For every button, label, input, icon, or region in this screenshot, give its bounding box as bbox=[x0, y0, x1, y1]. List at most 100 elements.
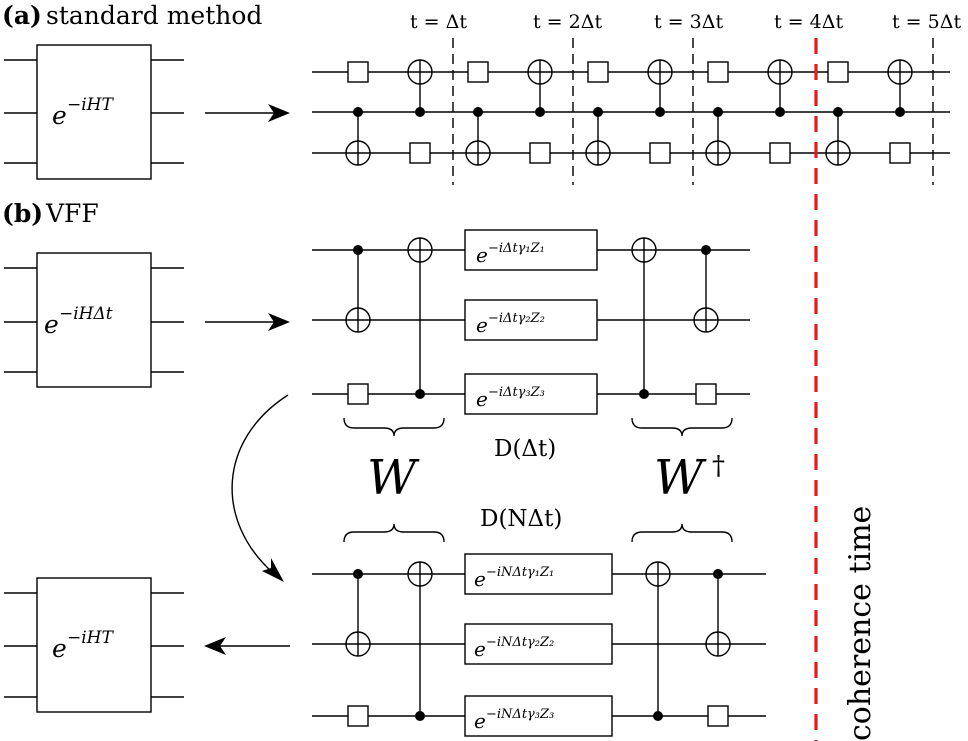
single-qubit-gate bbox=[889, 142, 911, 164]
single-qubit-gate bbox=[467, 61, 489, 83]
cnot-target bbox=[465, 140, 491, 166]
single-qubit-gate bbox=[769, 142, 791, 164]
trotter-circuit bbox=[312, 59, 950, 166]
gate-top-2: e −iΔtγ₂Z₂ bbox=[464, 299, 598, 341]
cnot-target bbox=[887, 59, 913, 85]
panel-a: (a) standard method e −iHT t = Δt t = bbox=[2, 1, 961, 185]
cnot-target bbox=[825, 140, 851, 166]
cnot-target bbox=[647, 59, 673, 85]
gate-top-2-base: e bbox=[476, 313, 488, 337]
vff-circuit-top: e −iΔtγ₁Z₁ e −iΔtγ₂Z₂ e −iΔtγ₃Z₃ bbox=[312, 229, 750, 415]
control-dot bbox=[713, 569, 723, 579]
single-qubit-gate bbox=[409, 142, 431, 164]
gate-top-3-sup: −iΔtγ₃Z₃ bbox=[488, 385, 545, 400]
brace-W-top bbox=[343, 417, 445, 437]
single-qubit-gate bbox=[707, 61, 729, 83]
single-qubit-gate bbox=[347, 383, 369, 405]
gate-top-3-base: e bbox=[476, 387, 488, 411]
label-Wdag-sup: † bbox=[712, 451, 725, 481]
coherence-time-label: coherence time bbox=[843, 506, 878, 741]
cnot-target bbox=[767, 59, 793, 85]
vff-circuit-bottom: e −iNΔtγ₁Z₁ e −iNΔtγ₂Z₂ e −iNΔtγ₃Z₃ bbox=[312, 553, 766, 737]
panel-a-unitary-block: e −iHT bbox=[4, 44, 184, 180]
single-qubit-gate bbox=[707, 705, 729, 727]
cnot-target bbox=[705, 140, 731, 166]
cnot-target bbox=[693, 307, 719, 333]
cnot-target bbox=[407, 59, 433, 85]
panel-b: (b) VFF e −iHΔt bbox=[2, 199, 766, 737]
panel-b-arrow-bottom bbox=[204, 637, 290, 655]
control-dot bbox=[353, 569, 363, 579]
control-dot bbox=[895, 107, 905, 117]
time-label-1: t = Δt bbox=[410, 11, 467, 33]
label-W: W bbox=[367, 450, 420, 506]
panel-a-block-base: e bbox=[52, 101, 67, 130]
control-dot bbox=[775, 107, 785, 117]
single-qubit-gate bbox=[347, 61, 369, 83]
control-dot bbox=[593, 107, 603, 117]
gate-bottom-1-sup: −iNΔtγ₁Z₁ bbox=[486, 565, 554, 580]
brace-Wdag-top bbox=[631, 417, 733, 437]
brace-W-bottom bbox=[343, 523, 445, 543]
single-qubit-gate bbox=[587, 61, 609, 83]
control-dot bbox=[353, 107, 363, 117]
control-dot bbox=[353, 245, 363, 255]
cnot-target bbox=[345, 631, 371, 657]
time-label-2: t = 2Δt bbox=[533, 11, 602, 33]
control-dot bbox=[473, 107, 483, 117]
cnot-target bbox=[407, 561, 433, 587]
panel-b-arrow-top bbox=[205, 313, 290, 331]
gate-bottom-1-base: e bbox=[474, 567, 486, 591]
cnot-target bbox=[345, 140, 371, 166]
gate-bottom-2-base: e bbox=[474, 637, 486, 661]
label-Wdag: W bbox=[654, 450, 707, 506]
gate-bottom-3: e −iNΔtγ₃Z₃ bbox=[464, 695, 613, 737]
panel-b-block-top-base: e bbox=[44, 310, 59, 339]
panel-a-block-sup: −iHT bbox=[67, 95, 115, 115]
panel-a-title: standard method bbox=[46, 1, 262, 30]
cnot-target bbox=[407, 237, 433, 263]
control-dot bbox=[655, 107, 665, 117]
gate-bottom-3-sup: −iNΔtγ₃Z₃ bbox=[486, 707, 554, 722]
panel-b-block-bottom-sup: −iHT bbox=[67, 628, 115, 648]
single-qubit-gate bbox=[649, 142, 671, 164]
control-dot bbox=[639, 389, 649, 399]
single-qubit-gate bbox=[695, 383, 717, 405]
gate-bottom-2: e −iNΔtγ₂Z₂ bbox=[464, 623, 613, 665]
gate-bottom-2-sup: −iNΔtγ₂Z₂ bbox=[486, 635, 554, 650]
panel-b-letter: (b) bbox=[2, 199, 43, 228]
gate-top-1: e −iΔtγ₁Z₁ bbox=[464, 229, 598, 271]
panel-a-arrow bbox=[205, 104, 290, 122]
panel-b-block-bottom-base: e bbox=[52, 634, 67, 663]
cnot-target bbox=[705, 631, 731, 657]
time-label-5: t = 5Δt bbox=[892, 11, 961, 33]
gate-bottom-3-base: e bbox=[474, 709, 486, 733]
panel-a-letter: (a) bbox=[2, 1, 42, 30]
gate-top-1-sup: −iΔtγ₁Z₁ bbox=[488, 241, 545, 256]
control-dot bbox=[833, 107, 843, 117]
cnot-target bbox=[645, 561, 671, 587]
gate-bottom-1: e −iNΔtγ₁Z₁ bbox=[464, 553, 613, 595]
label-D-bottom: D(NΔt) bbox=[480, 506, 562, 532]
gate-top-3: e −iΔtγ₃Z₃ bbox=[464, 373, 598, 415]
panel-b-curved-arrow bbox=[231, 394, 289, 582]
cnot-target bbox=[585, 140, 611, 166]
control-dot bbox=[701, 245, 711, 255]
brace-Wdag-bottom bbox=[631, 523, 733, 543]
single-qubit-gate bbox=[347, 705, 369, 727]
control-dot bbox=[415, 711, 425, 721]
panel-b-title: VFF bbox=[45, 199, 99, 228]
control-dot bbox=[415, 107, 425, 117]
single-qubit-gate bbox=[827, 61, 849, 83]
cnot-target bbox=[345, 307, 371, 333]
cnot-target bbox=[527, 59, 553, 85]
control-dot bbox=[535, 107, 545, 117]
gate-top-2-sup: −iΔtγ₂Z₂ bbox=[488, 311, 545, 326]
label-D-top: D(Δt) bbox=[494, 436, 556, 462]
control-dot bbox=[415, 389, 425, 399]
panel-b-unitary-block-top: e −iHΔt bbox=[4, 252, 184, 388]
single-qubit-gate bbox=[529, 142, 551, 164]
cnot-target bbox=[631, 237, 657, 263]
panel-b-block-top-sup: −iHΔt bbox=[59, 304, 113, 324]
